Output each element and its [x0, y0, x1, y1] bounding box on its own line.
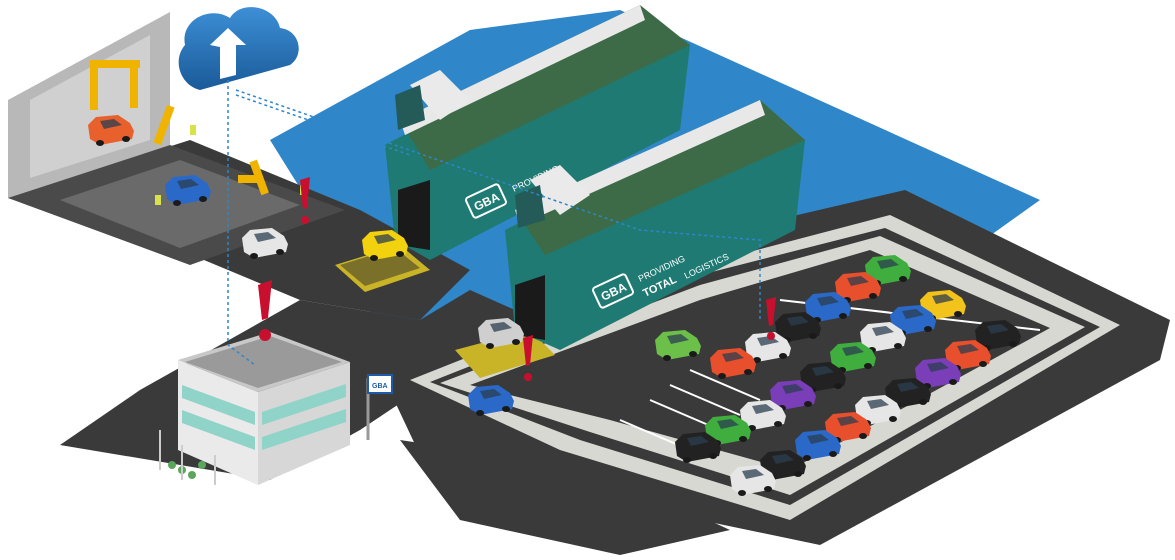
cloud-upload-icon	[178, 7, 299, 91]
gba-flag-icon: GBA	[366, 374, 393, 440]
ship-upper: GBA PROVIDING	[385, 5, 690, 260]
exclamation-alert-icon-parking	[766, 297, 776, 340]
exclamation-alert-icon-quay	[523, 335, 533, 381]
data-connection-lines	[227, 80, 761, 366]
flag-logo-text: GBA	[372, 383, 388, 390]
loading-ramp-upper	[335, 245, 430, 292]
ship-lower: GBA PROVIDING TOTAL LOGISTICS	[505, 100, 805, 350]
office-building	[159, 332, 350, 485]
exclamation-alert-icon-factory	[300, 177, 310, 224]
factory-building	[8, 12, 345, 265]
exclamation-alert-icon	[258, 280, 272, 341]
